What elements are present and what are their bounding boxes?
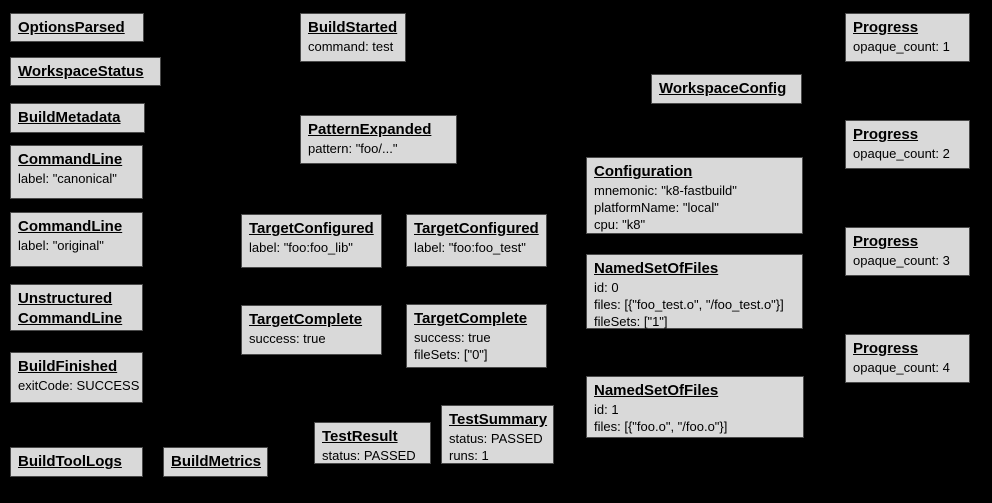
node-title: Progress bbox=[853, 233, 919, 250]
node-attr: command: test bbox=[308, 39, 394, 54]
node-attr: runs: 1 bbox=[449, 448, 489, 463]
node-attr: files: [{"foo.o", "/foo.o"}] bbox=[594, 419, 728, 434]
node-attr: status: PASSED bbox=[449, 431, 543, 446]
node-title: WorkspaceStatus bbox=[18, 63, 144, 80]
node-named-set-of-files-0: NamedSetOfFiles id: 0 files: [{"foo_test… bbox=[586, 254, 803, 329]
node-attr: success: true bbox=[414, 330, 491, 345]
node-title: BuildMetrics bbox=[171, 453, 262, 470]
node-build-tool-logs: BuildToolLogs bbox=[10, 447, 143, 477]
node-title: BuildMetadata bbox=[18, 109, 121, 126]
node-progress-4: Progress opaque_count: 4 bbox=[845, 334, 970, 383]
node-attr: label: "original" bbox=[18, 238, 104, 253]
node-target-configured-foo-test: TargetConfigured label: "foo:foo_test" bbox=[406, 214, 547, 267]
node-attr: pattern: "foo/..." bbox=[308, 141, 398, 156]
node-command-line-original: CommandLine label: "original" bbox=[10, 212, 143, 267]
node-title: NamedSetOfFiles bbox=[594, 382, 719, 399]
node-attr: opaque_count: 4 bbox=[853, 360, 950, 375]
node-title: BuildStarted bbox=[308, 19, 398, 36]
node-attr: fileSets: ["0"] bbox=[414, 347, 488, 362]
node-progress-2: Progress opaque_count: 2 bbox=[845, 120, 970, 169]
node-attr: success: true bbox=[249, 331, 326, 346]
node-target-configured-foo-lib: TargetConfigured label: "foo:foo_lib" bbox=[241, 214, 382, 268]
node-title: TargetComplete bbox=[249, 311, 363, 328]
node-attr: label: "canonical" bbox=[18, 171, 117, 186]
node-build-metrics: BuildMetrics bbox=[163, 447, 268, 477]
node-attr: label: "foo:foo_test" bbox=[414, 240, 526, 255]
node-progress-1: Progress opaque_count: 1 bbox=[845, 13, 970, 62]
node-options-parsed: OptionsParsed bbox=[10, 13, 144, 42]
node-title: BuildToolLogs bbox=[18, 453, 122, 470]
node-unstructured-command-line: Unstructured CommandLine bbox=[10, 284, 143, 331]
node-target-complete-foo-lib: TargetComplete success: true bbox=[241, 305, 382, 355]
node-title: Progress bbox=[853, 126, 919, 143]
node-attr: id: 1 bbox=[594, 402, 619, 417]
node-title: NamedSetOfFiles bbox=[594, 260, 719, 277]
node-attr: status: PASSED bbox=[322, 448, 416, 463]
node-title: WorkspaceConfig bbox=[659, 80, 787, 97]
node-attr: mnemonic: "k8-fastbuild" bbox=[594, 183, 737, 198]
node-build-finished: BuildFinished exitCode: SUCCESS bbox=[10, 352, 143, 403]
node-configuration: Configuration mnemonic: "k8-fastbuild" p… bbox=[586, 157, 803, 234]
node-attr: platformName: "local" bbox=[594, 200, 719, 215]
node-attr: opaque_count: 3 bbox=[853, 253, 950, 268]
node-attr: label: "foo:foo_lib" bbox=[249, 240, 353, 255]
node-attr: exitCode: SUCCESS bbox=[18, 378, 140, 393]
node-test-result: TestResult status: PASSED bbox=[314, 422, 431, 464]
node-title: BuildFinished bbox=[18, 358, 118, 375]
node-build-metadata: BuildMetadata bbox=[10, 103, 145, 133]
node-title: TargetComplete bbox=[414, 310, 528, 327]
node-build-started: BuildStarted command: test bbox=[300, 13, 406, 62]
node-title: Unstructured CommandLine bbox=[18, 290, 123, 327]
node-attr: fileSets: ["1"] bbox=[594, 314, 668, 329]
node-attr: id: 0 bbox=[594, 280, 619, 295]
node-command-line-canonical: CommandLine label: "canonical" bbox=[10, 145, 143, 199]
node-title: CommandLine bbox=[18, 151, 123, 168]
node-title: TestResult bbox=[322, 428, 398, 445]
node-attr: opaque_count: 1 bbox=[853, 39, 950, 54]
node-progress-3: Progress opaque_count: 3 bbox=[845, 227, 970, 276]
node-target-complete-foo-test: TargetComplete success: true fileSets: [… bbox=[406, 304, 547, 368]
node-title: Configuration bbox=[594, 163, 693, 180]
node-title: Progress bbox=[853, 340, 919, 357]
node-named-set-of-files-1: NamedSetOfFiles id: 1 files: [{"foo.o", … bbox=[586, 376, 804, 438]
node-workspace-config: WorkspaceConfig bbox=[651, 74, 802, 104]
node-test-summary: TestSummary status: PASSED runs: 1 bbox=[441, 405, 554, 464]
node-title: CommandLine bbox=[18, 218, 123, 235]
node-title: TargetConfigured bbox=[414, 220, 539, 237]
node-attr: cpu: "k8" bbox=[594, 217, 646, 232]
node-title: TargetConfigured bbox=[249, 220, 374, 237]
node-title: PatternExpanded bbox=[308, 121, 432, 138]
node-title: TestSummary bbox=[449, 411, 548, 428]
node-workspace-status: WorkspaceStatus bbox=[10, 57, 161, 86]
node-attr: opaque_count: 2 bbox=[853, 146, 950, 161]
node-pattern-expanded: PatternExpanded pattern: "foo/..." bbox=[300, 115, 457, 164]
node-attr: files: [{"foo_test.o", "/foo_test.o"}] bbox=[594, 297, 784, 312]
node-title: OptionsParsed bbox=[18, 19, 125, 36]
node-title: Progress bbox=[853, 19, 919, 36]
